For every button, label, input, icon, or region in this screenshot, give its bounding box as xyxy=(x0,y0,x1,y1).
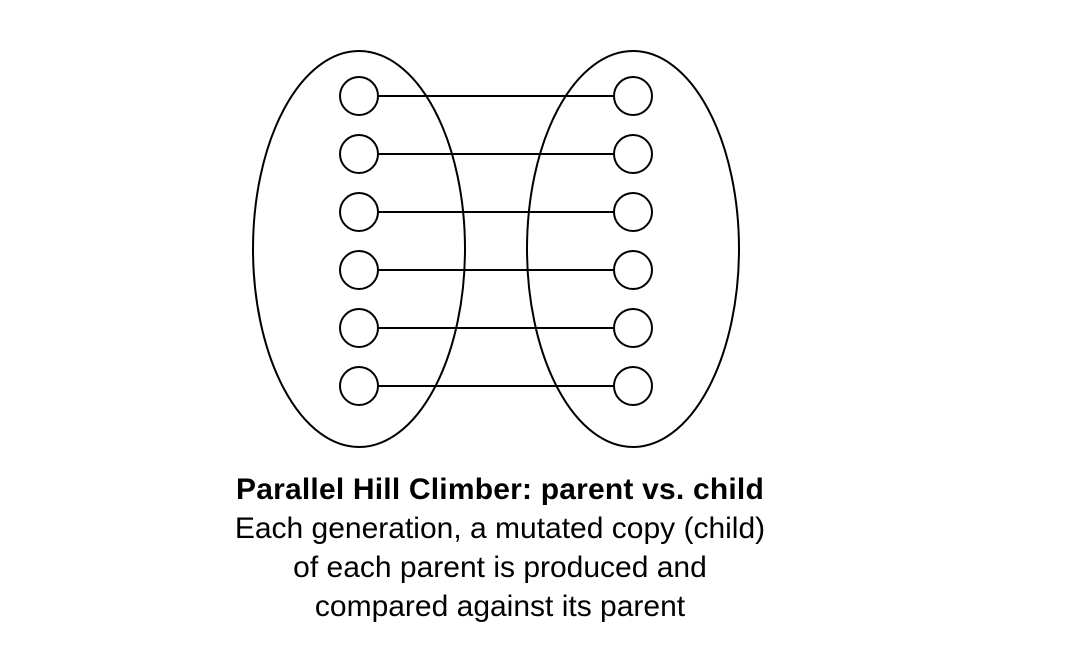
parent-node-4 xyxy=(339,250,379,290)
diagram-caption: Parallel Hill Climber: parent vs. child … xyxy=(0,470,1000,626)
child-node-4 xyxy=(613,250,653,290)
caption-title: Parallel Hill Climber: parent vs. child xyxy=(236,473,764,506)
parent-child-diagram xyxy=(252,50,740,448)
parent-node-2 xyxy=(339,134,379,174)
caption-line-3: compared against its parent xyxy=(314,590,686,623)
child-population-ellipse xyxy=(526,50,740,448)
parent-population-ellipse xyxy=(252,50,466,448)
parent-node-6 xyxy=(339,366,379,406)
caption-line-1: Each generation, a mutated copy (child) xyxy=(234,512,766,545)
caption-line-2: of each parent is produced and xyxy=(293,551,707,584)
child-node-1 xyxy=(613,76,653,116)
child-node-6 xyxy=(613,366,653,406)
parent-node-1 xyxy=(339,76,379,116)
population-nodes xyxy=(339,76,653,406)
parent-node-3 xyxy=(339,192,379,232)
child-node-3 xyxy=(613,192,653,232)
pair-edges xyxy=(378,95,614,387)
parent-node-5 xyxy=(339,308,379,348)
child-node-5 xyxy=(613,308,653,348)
child-node-2 xyxy=(613,134,653,174)
